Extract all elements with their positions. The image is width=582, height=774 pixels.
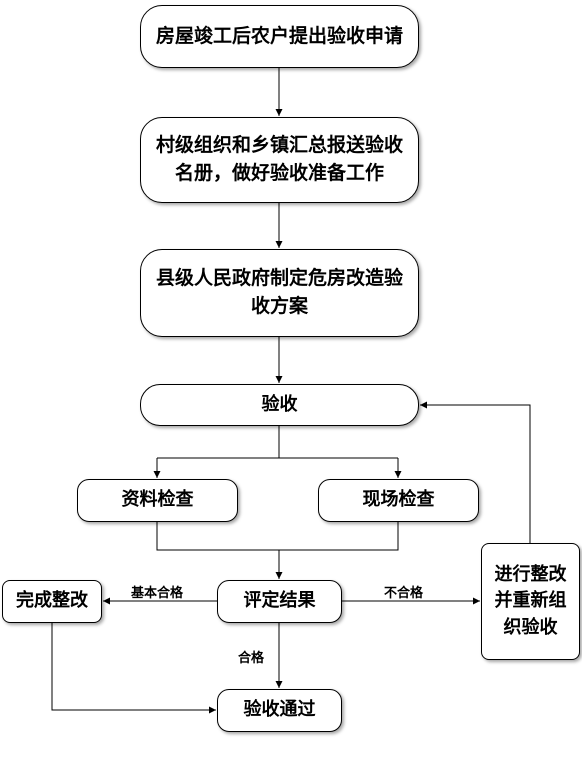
- node-submit-application: 房屋竣工后农户提出验收申请: [140, 5, 419, 68]
- node-pass-label: 验收通过: [243, 699, 316, 721]
- edge-label-pass: 合格: [238, 651, 265, 666]
- node-site-check-label: 现场检查: [362, 489, 435, 511]
- node-plan-label: 县级人民政府制定危房改造验收方案: [155, 267, 403, 317]
- node-document-check: 资料检查: [77, 479, 238, 522]
- node-compile-roster: 村级组织和乡镇汇总报送验收名册，做好验收准备工作: [140, 117, 419, 203]
- node-inspection: 验收: [140, 384, 419, 426]
- node-submit-label: 房屋竣工后农户提出验收申请: [155, 24, 403, 47]
- node-rectify-and-reinspect: 进行整改并重新组织验收: [481, 543, 580, 660]
- node-rectify-label: 完成整改: [16, 590, 88, 612]
- arrow-reinspect-to-inspect: [420, 401, 531, 543]
- node-inspect-label: 验收: [261, 393, 298, 415]
- node-inspection-passed: 验收通过: [217, 689, 342, 732]
- node-site-check: 现场检查: [318, 479, 479, 522]
- edge-label-fail: 不合格: [384, 586, 424, 601]
- node-complete-rectification: 完成整改: [2, 580, 102, 623]
- node-inspection-plan: 县级人民政府制定危房改造验收方案: [140, 249, 419, 337]
- arrow-rectify-to-pass: [51, 623, 216, 714]
- node-evaluate-label: 评定结果: [243, 590, 316, 612]
- node-compile-label: 村级组织和乡镇汇总报送验收名册，做好验收准备工作: [155, 134, 403, 184]
- line-merge-checks: [156, 522, 399, 551]
- edge-label-basic-pass: 基本合格: [131, 586, 184, 601]
- node-evaluate-result: 评定结果: [217, 580, 342, 623]
- node-reinspect-label: 进行整改并重新组织验收: [494, 564, 567, 638]
- node-doc-check-label: 资料检查: [121, 489, 194, 511]
